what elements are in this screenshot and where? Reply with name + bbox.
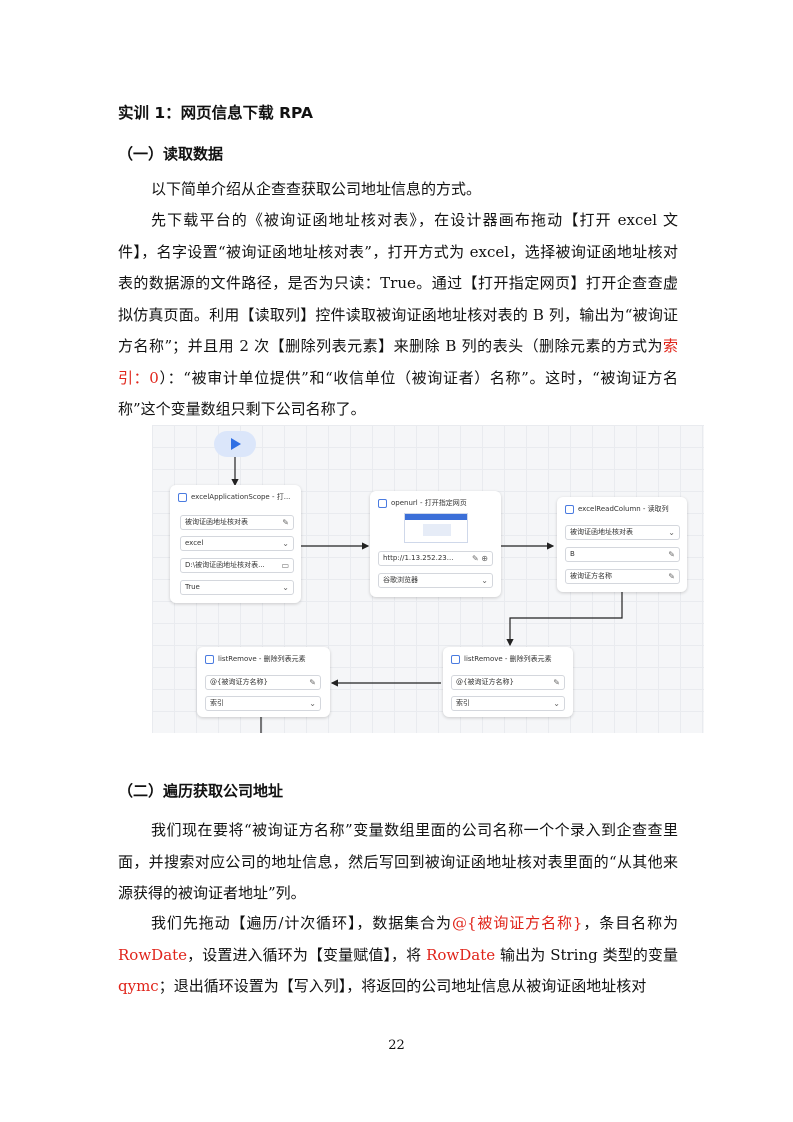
highlight-dataset: @{被询证方名称} bbox=[451, 914, 583, 932]
page-number: 22 bbox=[388, 1038, 405, 1053]
connector-lines bbox=[231, 457, 623, 733]
section-title: 实训 1：网页信息下载 RPA bbox=[118, 104, 313, 122]
paragraph-text: 先下载平台的《被询证函地址核对表》，在设计器画布拖动【打开 excel 文件】，… bbox=[118, 211, 678, 355]
subsection-title-1: （一）读取数据 bbox=[118, 145, 224, 163]
paragraph-loop: 我们先拖动【遍历/计次循环】，数据集合为@{被询证方名称}，条目名称为RowDa… bbox=[118, 914, 678, 995]
chevron-down-icon[interactable]: ⌄ bbox=[282, 583, 289, 592]
node-title: listRemove - 删除列表元素 bbox=[218, 655, 306, 663]
field-workbook[interactable]: 被询证函地址核对表⌄ bbox=[565, 525, 680, 540]
node-title: excelApplicationScope - 打... bbox=[191, 493, 291, 501]
target-icon[interactable]: ✎ ⊕ bbox=[472, 554, 488, 563]
browser-icon bbox=[378, 498, 387, 508]
field-open-mode[interactable]: excel⌄ bbox=[180, 536, 294, 551]
node-excel-application-scope[interactable]: excelApplicationScope - 打... 被询证函地址核对表✎ … bbox=[170, 485, 301, 603]
node-title: listRemove - 删除列表元素 bbox=[464, 655, 552, 663]
node-list-remove-2[interactable]: listRemove - 删除列表元素 @{被询证方名称}✎ 索引⌄ bbox=[197, 647, 330, 717]
field-remove-mode[interactable]: 索引⌄ bbox=[205, 696, 321, 711]
paragraph-intro: 以下简单介绍从企查查获取公司地址信息的方式。 bbox=[151, 180, 482, 198]
node-list-remove-1[interactable]: listRemove - 删除列表元素 @{被询证方名称}✎ 索引⌄ bbox=[443, 647, 573, 717]
node-excel-read-column[interactable]: excelReadColumn - 读取列 被询证函地址核对表⌄ B✎ 被询证方… bbox=[557, 497, 687, 592]
node-title: excelReadColumn - 读取列 bbox=[578, 505, 669, 513]
edit-icon[interactable]: ✎ bbox=[668, 572, 675, 581]
edit-icon[interactable]: ✎ bbox=[282, 518, 289, 527]
edit-icon[interactable]: ✎ bbox=[309, 678, 316, 687]
field-file-path[interactable]: D:\被询证函地址核对表...▭ bbox=[180, 558, 294, 573]
list-icon bbox=[205, 654, 214, 664]
highlight-index: 索引：0 bbox=[118, 337, 678, 387]
play-icon bbox=[231, 438, 241, 450]
highlight-item-name: RowDate bbox=[426, 945, 496, 964]
edit-icon[interactable]: ✎ bbox=[668, 550, 675, 559]
paragraph-traverse: 我们现在要将“被询证方名称”变量数组里面的公司名称一个个录入到企查查里面，并搜索… bbox=[118, 821, 678, 902]
field-column[interactable]: B✎ bbox=[565, 547, 680, 562]
excel-icon bbox=[565, 504, 574, 514]
webpage-thumbnail bbox=[404, 513, 468, 543]
field-list[interactable]: @{被询证方名称}✎ bbox=[205, 675, 321, 690]
chevron-down-icon[interactable]: ⌄ bbox=[553, 699, 560, 708]
highlight-variable: qymc bbox=[118, 977, 159, 995]
field-remove-mode[interactable]: 索引⌄ bbox=[451, 696, 565, 711]
list-icon bbox=[451, 654, 460, 664]
field-url[interactable]: http://1.13.252.23...✎ ⊕ bbox=[378, 551, 493, 566]
node-openurl[interactable]: openurl - 打开指定网页 http://1.13.252.23...✎ … bbox=[370, 491, 501, 597]
highlight-item-name: RowDate bbox=[118, 945, 188, 964]
field-name[interactable]: 被询证函地址核对表✎ bbox=[180, 515, 294, 530]
excel-icon bbox=[178, 492, 187, 502]
workflow-diagram: excelApplicationScope - 打... 被询证函地址核对表✎ … bbox=[152, 425, 704, 733]
subsection-title-2: （二）遍历获取公司地址 bbox=[118, 782, 284, 800]
chevron-down-icon[interactable]: ⌄ bbox=[309, 699, 316, 708]
field-list[interactable]: @{被询证方名称}✎ bbox=[451, 675, 565, 690]
edit-icon[interactable]: ✎ bbox=[553, 678, 560, 687]
chevron-down-icon[interactable]: ⌄ bbox=[481, 576, 488, 585]
start-button[interactable] bbox=[214, 431, 256, 457]
field-output[interactable]: 被询证方名称✎ bbox=[565, 569, 680, 584]
field-browser[interactable]: 谷歌浏览器⌄ bbox=[378, 573, 493, 588]
folder-icon[interactable]: ▭ bbox=[281, 561, 289, 570]
node-title: openurl - 打开指定网页 bbox=[391, 499, 467, 507]
paragraph-read-data: 先下载平台的《被询证函地址核对表》，在设计器画布拖动【打开 excel 文件】，… bbox=[118, 205, 678, 426]
paragraph-text: ）：“被审计单位提供”和“收信单位（被询证者）名称”。这时，“被询证方名称”这个… bbox=[118, 368, 678, 419]
chevron-down-icon[interactable]: ⌄ bbox=[282, 539, 289, 548]
field-readonly[interactable]: True⌄ bbox=[180, 580, 294, 595]
chevron-down-icon[interactable]: ⌄ bbox=[668, 528, 675, 537]
